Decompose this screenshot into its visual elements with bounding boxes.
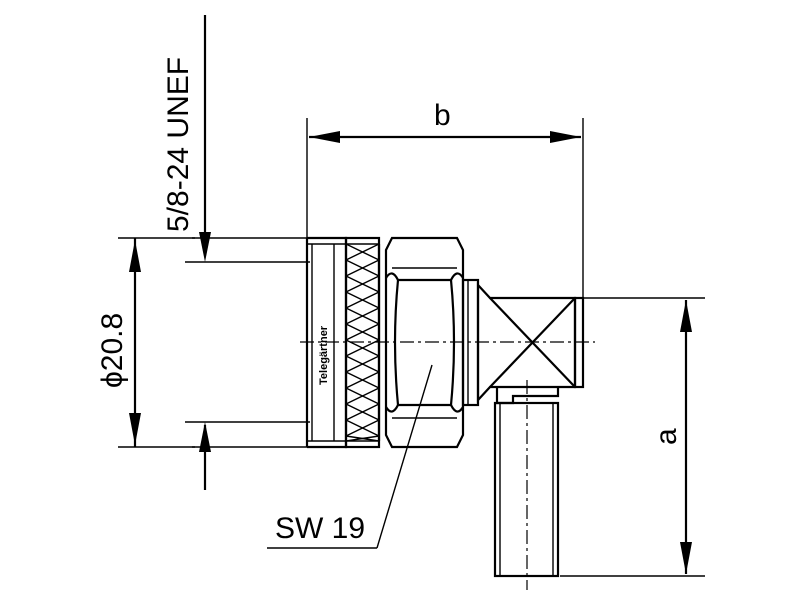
wrench-size-label: SW 19: [275, 512, 365, 545]
height-dimension: [560, 297, 705, 577]
knurl-line: [345, 371, 380, 389]
knurl-line: [345, 243, 380, 261]
knurl-line: [345, 419, 380, 437]
knurl-line: [345, 387, 380, 405]
height-label: a: [650, 428, 683, 445]
knurl-line: [345, 355, 380, 373]
thread-label: 5/8-24 UNEF: [162, 57, 195, 232]
knurl-line: [345, 323, 380, 341]
center-lines: [300, 341, 595, 590]
knurl-line: [345, 307, 380, 325]
thread-dimension: [192, 15, 312, 490]
diameter-dimension: [118, 237, 310, 448]
knurl-line: [345, 259, 380, 277]
diameter-label: ϕ20.8: [96, 313, 129, 388]
brand-label: Telegärtner: [318, 325, 330, 385]
knurl-line: [345, 435, 380, 442]
wrench-size-leader: [267, 364, 433, 549]
knurl-line: [345, 291, 380, 309]
knurl-line: [345, 403, 380, 421]
length-label: b: [434, 99, 451, 132]
length-dimension: [306, 118, 584, 300]
knurled-ring: [344, 236, 381, 449]
knurl-line: [345, 275, 380, 293]
knurl-line: [345, 339, 380, 357]
